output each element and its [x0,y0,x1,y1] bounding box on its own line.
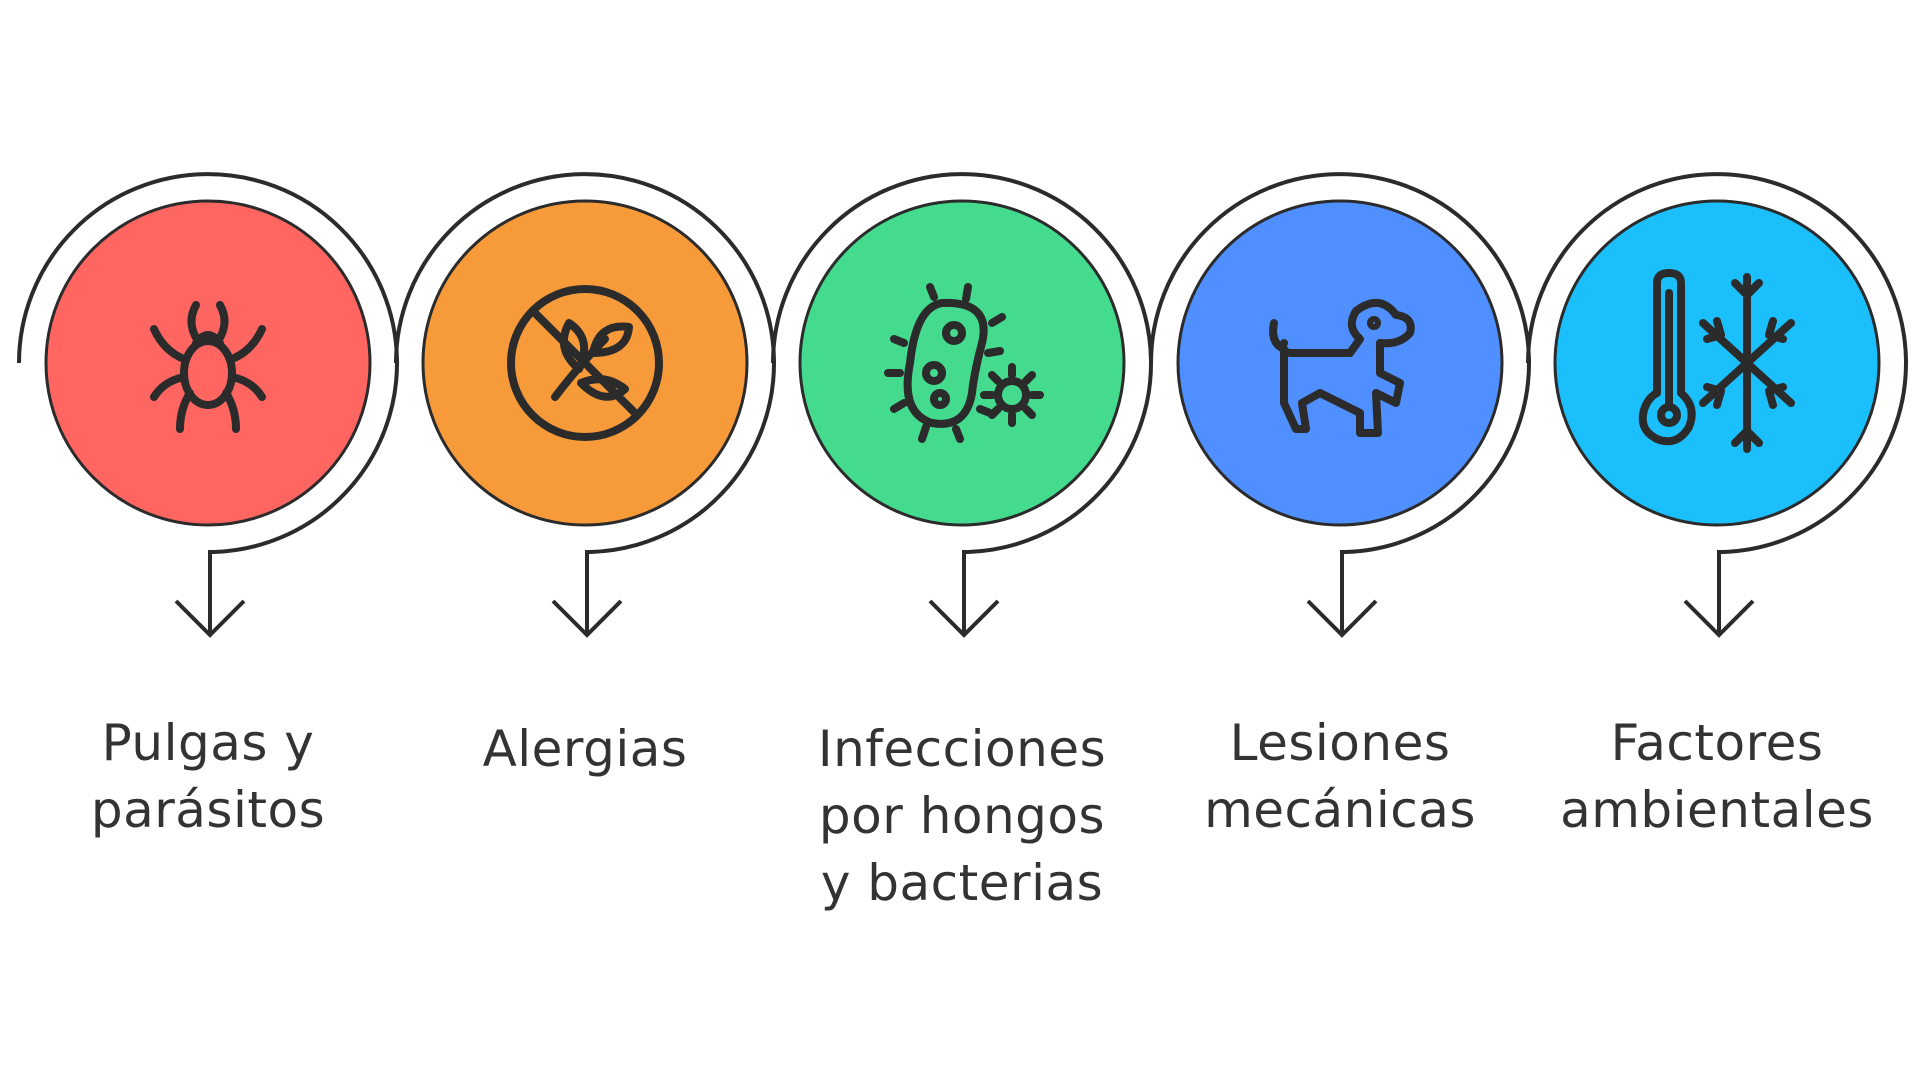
step-label-line: Factores [1610,714,1824,772]
no-plant-allergy-icon [507,285,663,441]
flow-arrow [1149,172,1531,638]
step-label-line: parásitos [90,781,326,839]
step-label-line: Lesiones [1229,714,1451,772]
step-label-line: Pulgas y [101,714,315,772]
tick-icon [150,301,266,433]
step-circle [44,199,372,527]
step-circle [798,199,1126,527]
thermometer-snowflake-icon [1638,269,1795,453]
step-label: Alergias [400,716,770,783]
step-label: Infecciones por hongos y bacterias [777,716,1147,917]
step-1 [17,172,399,638]
step-label-line: Infecciones [817,720,1107,778]
bacteria-icon [884,283,1044,443]
step-5 [1526,172,1908,638]
step-label: Lesiones mecánicas [1155,710,1525,844]
flow-arrow [17,172,399,638]
step-label: Pulgas y parásitos [23,710,393,844]
step-4 [1149,172,1531,638]
step-label: Factores ambientales [1532,710,1902,844]
step-label-line: mecánicas [1204,781,1476,839]
step-circle [1176,199,1504,527]
step-circle [1553,199,1881,527]
step-label-line: ambientales [1560,781,1874,839]
step-label-line: por hongos [818,787,1106,845]
flow-arrow [394,172,776,638]
step-2 [394,172,776,638]
step-label-line: Alergias [482,720,688,778]
step-3 [771,172,1153,638]
flow-arrow [771,172,1153,638]
dog-icon [1269,299,1415,437]
flow-arrow [1526,172,1908,638]
step-label-line: y bacterias [820,854,1104,912]
